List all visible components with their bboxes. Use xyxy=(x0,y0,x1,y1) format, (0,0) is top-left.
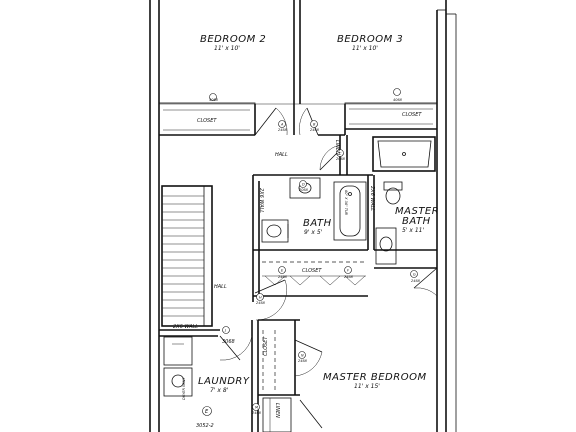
room-master-bedroom-name: MASTER BEDROOM xyxy=(323,372,427,383)
master-closet xyxy=(258,319,323,432)
room-master-bedroom-size: 11' x 15' xyxy=(354,383,380,390)
closet-label-master: CLOSET xyxy=(263,336,269,356)
bath-fixtures xyxy=(261,177,403,265)
laundry-walls xyxy=(159,320,259,432)
room-bedroom2-size: 11' x 10' xyxy=(214,45,240,52)
door-3068-label: 3068 xyxy=(222,339,235,345)
room-bedroom2-name: BEDROOM 2 xyxy=(200,34,266,45)
door-2468-label-e: 2468 xyxy=(278,275,288,279)
tag-door-e xyxy=(278,266,286,274)
stairs xyxy=(161,185,213,327)
door-2468-label-m: 2468 xyxy=(252,411,262,415)
hall-door xyxy=(254,279,287,321)
tag-door-m xyxy=(252,403,260,411)
exterior-walls xyxy=(149,0,457,432)
room-bedroom3-size: 11' x 10' xyxy=(352,45,378,52)
tags xyxy=(202,88,418,416)
door-2868-label-a: 2468 xyxy=(278,128,288,132)
tag-letters: A B C D E F G H J N M E xyxy=(205,123,416,416)
room-laundry-name: LAUNDRY xyxy=(198,376,250,387)
room-bedroom3-name: BEDROOM 3 xyxy=(337,34,403,45)
door-2468-label-h: 2468 xyxy=(256,301,266,305)
svg-text:D: D xyxy=(302,183,305,187)
svg-text:F: F xyxy=(347,269,350,273)
tag-door-d xyxy=(299,180,307,188)
door-2068-label-c: 2068 xyxy=(336,157,346,161)
bedroom-doors xyxy=(254,104,345,136)
master-bath-door xyxy=(413,267,438,297)
window-4068-label-2: 4068 xyxy=(393,98,403,102)
wall-2x6-label-laundry: 2X6 WALL xyxy=(173,324,198,330)
hall-closet xyxy=(262,261,366,286)
tag-window-e xyxy=(202,406,212,416)
tag-bedroom2-window xyxy=(209,93,217,101)
svg-text:E: E xyxy=(205,409,209,415)
door-2068-label-d: 2068 xyxy=(299,188,309,192)
door-2468-label-n: 2468 xyxy=(298,359,308,363)
tag-door-n xyxy=(298,351,306,359)
stair-treads xyxy=(162,195,204,317)
wall-2x6-label-bath: 2X6 WALL xyxy=(258,188,264,213)
tag-door-a xyxy=(278,120,286,128)
door-2868-label-b: 2468 xyxy=(310,128,320,132)
svg-text:A: A xyxy=(280,123,284,127)
bedroom-divider-wall xyxy=(293,0,301,104)
hall-label-lower: HALL xyxy=(214,284,227,290)
tag-door-b xyxy=(310,120,318,128)
svg-text:N: N xyxy=(301,354,304,358)
svg-text:G: G xyxy=(413,273,416,277)
dryer-vent-label: DRYER VENT xyxy=(182,377,186,400)
room-master-bath-size: 5' x 11' xyxy=(402,227,424,234)
hall-label-upper: HALL xyxy=(275,152,288,158)
svg-text:B: B xyxy=(313,123,316,127)
bath-walls xyxy=(252,174,437,302)
room-bath-name: BATH xyxy=(303,218,332,229)
bedroom-closets xyxy=(158,102,438,136)
tag-door-c xyxy=(336,149,344,157)
wall-2x6-label-master-bath: 2X6 WALL xyxy=(369,186,375,211)
linen-label-lower: LINEN xyxy=(274,403,280,418)
window-4068-label-1: 4068 xyxy=(209,98,219,102)
tub-size-label: 60" X 36" TUB xyxy=(344,190,348,216)
room-bath-size: 9' x 5' xyxy=(304,229,323,236)
tag-bedroom3-window xyxy=(393,88,401,96)
tag-door-h xyxy=(256,293,264,301)
tag-door-g xyxy=(410,270,418,278)
svg-text:M: M xyxy=(255,406,258,410)
closet-label-bedroom3: CLOSET xyxy=(402,112,422,118)
svg-text:C: C xyxy=(339,152,342,156)
room-master-bath-name-1: MASTER xyxy=(395,206,439,217)
door-2468-label-f: 2468 xyxy=(344,275,354,279)
room-master-bath-name-2: BATH xyxy=(402,216,431,227)
tag-door-f xyxy=(344,266,352,274)
closet-label-hall: CLOSET xyxy=(302,268,322,274)
tag-door-j xyxy=(222,326,230,334)
window-3052-label: 3052-2 xyxy=(196,423,214,429)
svg-text:H: H xyxy=(259,296,262,300)
svg-text:J: J xyxy=(224,329,226,333)
svg-text:E: E xyxy=(281,269,284,273)
closet-label-bedroom2: CLOSET xyxy=(197,118,217,124)
shower xyxy=(372,136,436,172)
door-2468-label-g: 2468 xyxy=(411,279,421,283)
linen-label-upper: LINEN xyxy=(334,140,340,155)
room-laundry-size: 7' x 8' xyxy=(210,387,229,394)
